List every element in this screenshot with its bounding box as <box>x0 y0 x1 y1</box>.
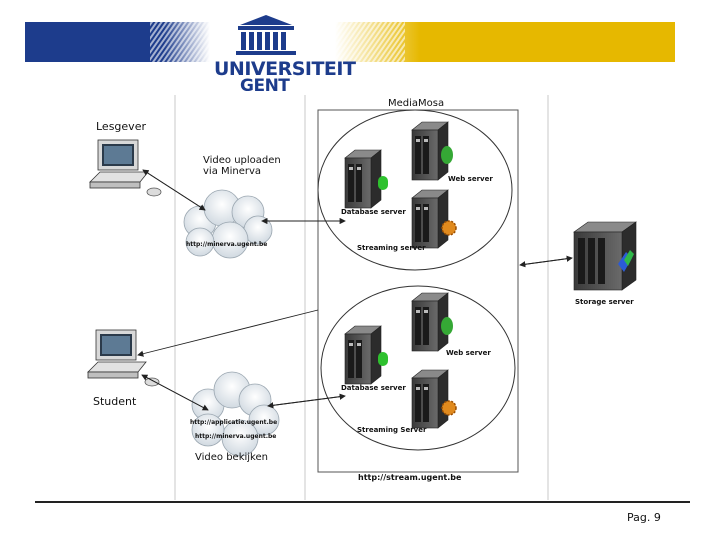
streaming-server-label: Streaming Server <box>357 426 427 434</box>
arrow-connector <box>519 255 573 266</box>
database-server-icon <box>344 149 388 209</box>
university-logo-icon <box>236 15 296 55</box>
teacher-label: Lesgever <box>96 120 146 133</box>
university-name-line1: UNIVERSITEIT <box>214 58 356 80</box>
arrow-connector <box>519 257 573 268</box>
university-name-line2: GENT <box>240 76 290 96</box>
mediamosa-box <box>317 109 519 473</box>
blue-stripe <box>25 22 210 62</box>
arrow-connector <box>267 395 346 409</box>
web-server-label: Web server <box>448 175 493 183</box>
database-server-icon <box>344 325 388 385</box>
student-label: Student <box>93 395 137 408</box>
arrow-connector <box>137 309 319 357</box>
mediamosa-title: MediaMosa <box>388 98 445 109</box>
streaming-server-icon <box>411 189 457 249</box>
web-server-label: Web server <box>446 349 491 357</box>
storage-server-icon <box>573 221 637 291</box>
web-server-icon <box>411 121 453 181</box>
streaming-server-label: Streaming server <box>357 244 426 252</box>
header-banner <box>25 15 675 62</box>
stream-url: http://stream.ugent.be <box>358 473 462 482</box>
upload-note-line2: via Minerva <box>203 166 262 177</box>
arrow-connector <box>141 374 209 411</box>
arrow-connector <box>141 374 209 411</box>
web-server-icon <box>411 292 453 352</box>
minerva-url-bottom: http://minerva.ugent.be <box>195 433 277 440</box>
footer-divider <box>35 501 690 503</box>
streaming-server-icon <box>411 369 457 429</box>
student-computer-icon <box>87 329 160 387</box>
gold-stripe <box>335 22 675 62</box>
database-server-label: Database server <box>341 384 406 392</box>
cloud-icon <box>191 371 280 457</box>
watch-note: Video bekijken <box>195 452 268 463</box>
upload-note-line1: Video uploaden <box>203 155 281 166</box>
storage-server-label: Storage server <box>575 298 634 306</box>
arrow-connector <box>142 169 206 211</box>
arrow-connector <box>142 169 206 211</box>
database-server-label: Database server <box>341 208 406 216</box>
minerva-url-top: http://minerva.ugent.be <box>186 241 268 248</box>
teacher-computer-icon <box>89 139 162 197</box>
page-number: Pag. 9 <box>627 511 661 524</box>
arrow-connector <box>267 393 346 407</box>
applicatie-url: http://applicatie.ugent.be <box>190 419 278 426</box>
